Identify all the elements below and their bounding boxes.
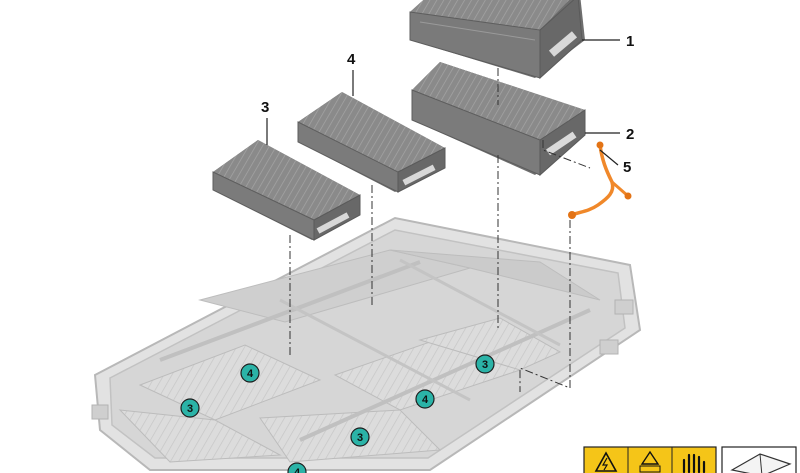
tray-module-bed xyxy=(118,317,562,463)
badge-module-position: 4 xyxy=(415,389,435,409)
callout-3: 3 xyxy=(261,99,269,116)
badge-module-position: 4 xyxy=(240,363,260,383)
badge-module-position: 3 xyxy=(475,354,495,374)
high-voltage-warning-icon xyxy=(594,451,618,472)
document-icon xyxy=(721,446,797,473)
battery-tray xyxy=(91,216,642,471)
manual-hand-icon xyxy=(639,450,661,473)
leader-lines xyxy=(266,39,620,166)
battery-module-4 xyxy=(297,92,446,193)
badge-module-position: 4 xyxy=(287,462,307,473)
svg-text:4: 4 xyxy=(247,368,254,380)
warning-label xyxy=(583,446,717,473)
svg-text:4: 4 xyxy=(422,394,429,406)
svg-text:3: 3 xyxy=(357,432,363,444)
tray-position-badges: 4 3 3 4 3 4 xyxy=(180,354,495,473)
glove-hand-icon xyxy=(682,453,706,473)
callout-4: 4 xyxy=(347,51,356,68)
callout-2: 2 xyxy=(626,126,634,143)
installation-guide-lines xyxy=(289,68,591,392)
badge-module-position: 3 xyxy=(180,398,200,418)
svg-text:4: 4 xyxy=(294,467,301,473)
battery-module-3 xyxy=(212,140,361,241)
svg-text:3: 3 xyxy=(482,359,488,371)
connection-cable-5 xyxy=(568,141,632,219)
callout-1: 1 xyxy=(626,33,634,50)
battery-module-2 xyxy=(411,62,586,177)
badge-module-position: 3 xyxy=(350,427,370,447)
callout-5: 5 xyxy=(623,159,631,176)
svg-text:3: 3 xyxy=(187,403,193,415)
